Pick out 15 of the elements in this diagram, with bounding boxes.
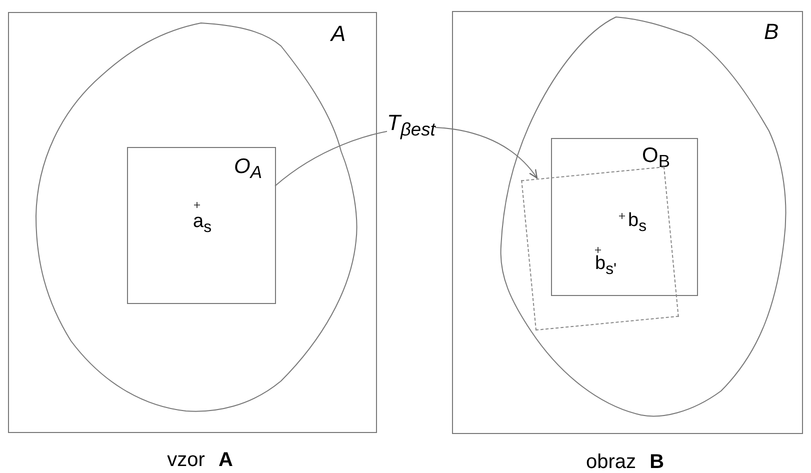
- node-label: B: [764, 21, 779, 43]
- node-label: O$_{B}$: [642, 145, 670, 171]
- image-caption: obraz B: [586, 452, 664, 472]
- point-label: b$_{s'}$: [595, 254, 617, 278]
- node-label: O$_{A}$: [234, 156, 262, 182]
- point-label: a$_{s}$: [193, 212, 212, 236]
- image-frame: [452, 11, 803, 434]
- node-label: A: [331, 23, 346, 45]
- point-label: b$_{s}$: [628, 211, 646, 235]
- image-frame: [8, 12, 377, 433]
- window-box: [127, 147, 276, 304]
- window-box: [551, 138, 698, 296]
- transformed-window-box: [521, 166, 679, 331]
- edge-label: T$_{βest}$: [387, 112, 436, 139]
- image-caption: vzor A: [167, 450, 233, 470]
